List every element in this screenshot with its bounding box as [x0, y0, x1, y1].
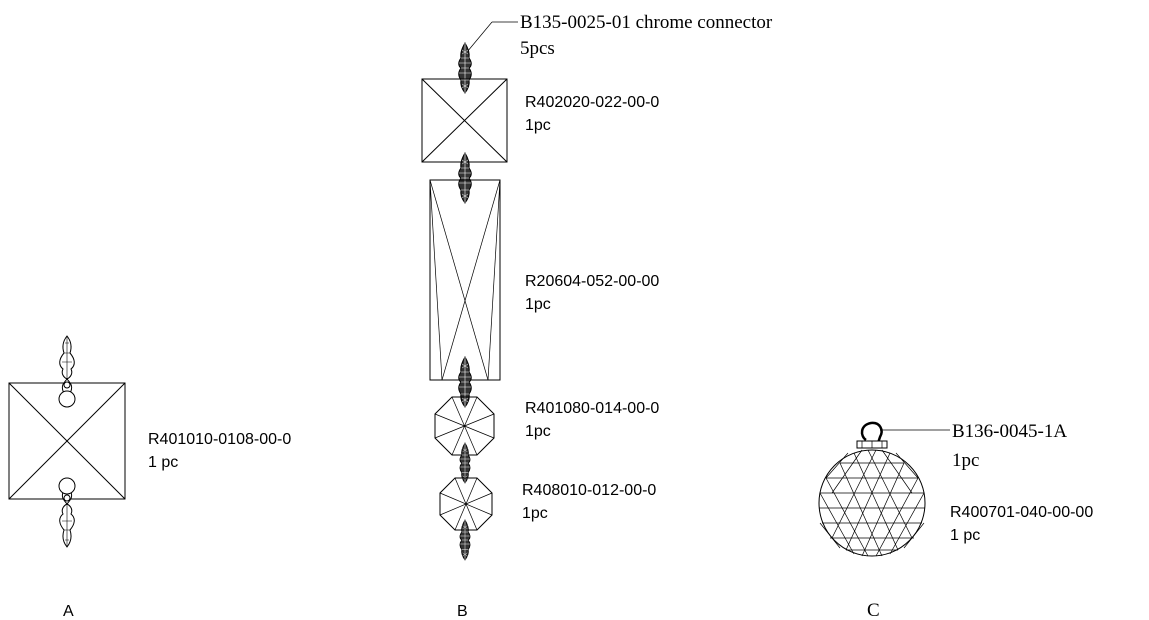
connector-bead-icon: [459, 519, 471, 561]
label-a-line1: R401010-0108-00-0: [148, 431, 291, 448]
part4-label-line2: 1pc: [522, 505, 548, 522]
group-b: B135-0025-01 chrome connector 5pcs R4020…: [421, 12, 773, 620]
group-letter-b: B: [457, 603, 468, 620]
faceted-ball-crystal: [818, 449, 926, 557]
part4-label-line1: R408010-012-00-0: [522, 482, 656, 499]
part1-label-line1: R402020-022-00-0: [525, 94, 659, 111]
ball-label-line2: 1 pc: [950, 527, 980, 544]
label-a-line2: 1 pc: [148, 454, 178, 471]
hook-label-line1: B136-0045-1A: [952, 421, 1067, 442]
hook-label-line2: 1pc: [952, 450, 979, 471]
connector-bead-icon: [458, 356, 472, 408]
part3-label-line2: 1pc: [525, 423, 551, 440]
hook-icon: [856, 421, 888, 449]
octagon-crystal-b2: [439, 477, 493, 531]
group-c: B136-0045-1A 1pc R400701-040-00-00 1 pc …: [818, 421, 1093, 620]
connector-bead-icon: [459, 442, 471, 484]
octagon-crystal-b1: [434, 396, 495, 456]
part1-label-line2: 1pc: [525, 117, 551, 134]
part2-label-line2: 1pc: [525, 296, 551, 313]
connector-bead-icon: [458, 42, 472, 94]
connector-bead-icon: [458, 152, 472, 204]
group-letter-a: A: [63, 603, 74, 620]
group-a: R401010-0108-00-0 1 pc A: [8, 335, 291, 620]
connector-label-line2: 5pcs: [520, 38, 555, 59]
group-letter-c: C: [867, 600, 880, 620]
long-crystal-b: [429, 179, 501, 381]
pin-icon: [58, 335, 76, 408]
connector-label-line1: B135-0025-01 chrome connector: [520, 12, 773, 33]
ball-label-line1: R400701-040-00-00: [950, 504, 1093, 521]
pin-icon: [58, 477, 76, 548]
part3-label-line1: R401080-014-00-0: [525, 400, 659, 417]
part2-label-line1: R20604-052-00-00: [525, 273, 659, 290]
